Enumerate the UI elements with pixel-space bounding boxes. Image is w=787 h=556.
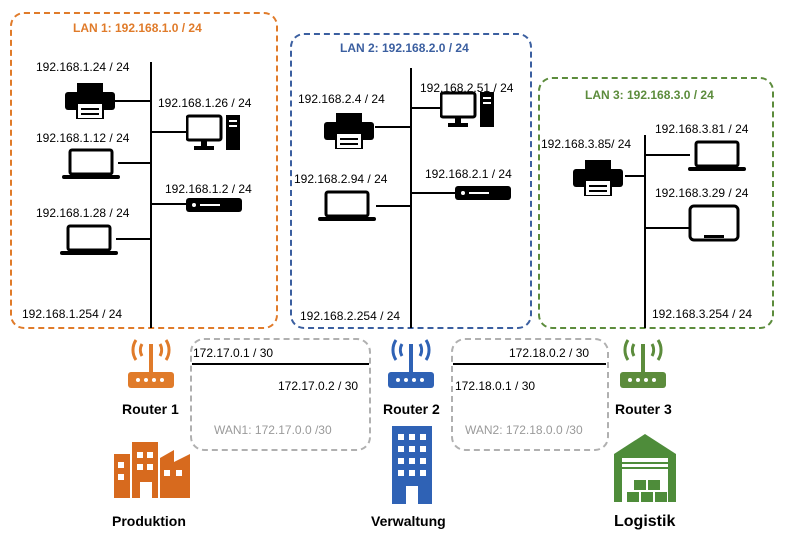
wan1-r1-ip: 172.17.0.1 / 30 — [193, 346, 274, 360]
office-building-icon — [392, 426, 432, 504]
lan2-laptop-ip: 192.168.2.94 / 24 — [294, 172, 388, 186]
tablet-icon — [688, 204, 740, 242]
lan1-pc-ip: 192.168.1.26 / 24 — [158, 96, 252, 110]
laptop-icon — [318, 190, 376, 221]
wan2-title: WAN2: 172.18.0.0 /30 — [465, 423, 583, 437]
lan2-switch-ip: 192.168.2.1 / 24 — [425, 167, 512, 181]
printer-icon — [573, 160, 623, 196]
lan3-gateway-ip: 192.168.3.254 / 24 — [652, 307, 753, 321]
lan1-switch-ip: 192.168.1.2 / 24 — [165, 182, 252, 196]
router3-label: Router 3 — [615, 401, 672, 417]
site1-label: Produktion — [112, 513, 186, 529]
desktop-pc-icon — [440, 91, 494, 127]
factory-icon — [114, 442, 190, 498]
lan1-laptop1-ip: 192.168.1.12 / 24 — [36, 131, 130, 145]
wan1-r2-ip: 172.17.0.2 / 30 — [278, 379, 359, 393]
laptop-icon — [688, 140, 746, 171]
lan1-gateway-ip: 192.168.1.254 / 24 — [22, 307, 123, 321]
router2-label: Router 2 — [383, 401, 440, 417]
printer-icon — [324, 113, 374, 149]
router-icon — [388, 339, 434, 388]
warehouse-icon — [614, 434, 676, 502]
lan3-box — [538, 77, 774, 329]
switch-icon — [455, 186, 511, 200]
lan1-box — [10, 12, 278, 329]
lan1-laptop2-ip: 192.168.1.28 / 24 — [36, 206, 130, 220]
lan3-printer-ip: 192.168.3.85/ 24 — [541, 137, 632, 151]
lan2-title: LAN 2: 192.168.2.0 / 24 — [340, 41, 469, 55]
router1-label: Router 1 — [122, 401, 179, 417]
router-icon — [620, 339, 666, 388]
lan2-printer-ip: 192.168.2.4 / 24 — [298, 92, 385, 106]
wan1-box — [190, 338, 371, 451]
laptop-icon — [62, 148, 120, 179]
wan2-r2-ip: 172.18.0.2 / 30 — [509, 346, 590, 360]
lan3-title: LAN 3: 192.168.3.0 / 24 — [585, 88, 714, 102]
printer-icon — [65, 83, 115, 119]
site2-label: Verwaltung — [371, 513, 446, 529]
wan2-r3-ip: 172.18.0.1 / 30 — [455, 379, 536, 393]
lan3-laptop2-ip: 192.168.3.29 / 24 — [655, 186, 749, 200]
wan2-box — [451, 338, 609, 451]
lan1-title: LAN 1: 192.168.1.0 / 24 — [73, 21, 202, 35]
wan1-title: WAN1: 172.17.0.0 /30 — [214, 423, 332, 437]
desktop-pc-icon — [186, 114, 240, 150]
lan1-printer-ip: 192.168.1.24 / 24 — [36, 60, 130, 74]
lan2-gateway-ip: 192.168.2.254 / 24 — [300, 309, 401, 323]
site3-label: Logistik — [614, 513, 676, 530]
laptop-icon — [60, 224, 118, 255]
router-icon — [128, 339, 174, 388]
switch-icon — [186, 198, 242, 212]
lan3-laptop1-ip: 192.168.3.81 / 24 — [655, 122, 749, 136]
